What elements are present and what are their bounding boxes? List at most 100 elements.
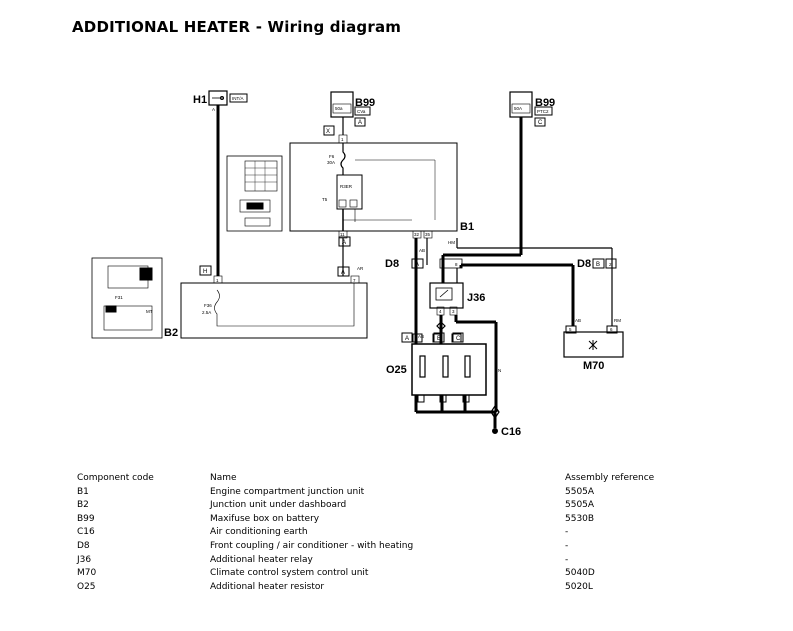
conn-h: H [203,269,207,275]
row-name: Additional heater resistor [210,581,325,592]
wire-ab: AB [419,248,425,253]
conn-b-d8: B [596,262,600,268]
label-b99-a: B99 [355,97,375,109]
row-ref: - [565,554,569,565]
row-code: B99 [77,513,95,524]
pin-3-j36: 3 [452,309,455,314]
label-h1: H1 [193,94,207,106]
row-name: Junction unit under dashboard [210,500,347,511]
conn-b-o25: B [437,336,441,342]
legend-row: B2 Junction unit under dashboard 5505A [77,499,717,513]
row-name: Air conditioning earth [210,527,308,538]
row-ref: 5505A [565,500,595,511]
row-name: Maxifuse box on battery [210,513,320,524]
legend-row: M70 Climate control system control unit … [77,567,717,581]
conn-x: X [326,129,330,135]
f36-amp: 2.5A [202,310,211,315]
b2-junction-unit [180,282,368,339]
pin-32-b1: 32 [414,232,420,237]
fan-icon [588,340,598,350]
pin-2-d8: 2 [609,262,612,267]
f36-label: F36 [204,303,212,308]
f6-amp: 30A [327,160,335,165]
wire-ab-o25: AB [418,334,424,339]
o25-resistor [411,333,487,403]
legend-row: O25 Additional heater resistor 5020L [77,581,717,595]
wire-ab-m70: AB [575,318,581,323]
row-ref: 5040D [565,568,595,579]
page-title: ADDITIONAL HEATER - Wiring diagram [72,18,402,36]
legend-row: D8 Front coupling / air conditioner - wi… [77,540,717,554]
component-legend: Component code Name Assembly reference B… [77,472,717,594]
conn-a-b2: A [341,270,345,276]
label-m70: M70 [583,360,604,372]
row-code: B1 [77,486,89,497]
header-ref: Assembly reference [565,473,655,483]
row-ref: - [565,540,569,551]
row-ref: 5530B [565,513,595,524]
row-ref: - [565,527,569,538]
row-code: D8 [77,540,90,551]
f6-label: F6 [329,154,335,159]
pin-7-b2: 7 [353,278,356,283]
t5-label: T5 [322,197,328,202]
row-code: B2 [77,500,89,511]
legend-row: J36 Additional heater relay - [77,554,717,568]
wire-n: N [498,368,501,373]
m70-control-unit [563,325,624,358]
conn-a-o25: A [405,336,409,342]
row-code: C16 [77,527,95,538]
header-code: Component code [77,473,154,483]
f31-label: F31 [115,295,123,300]
conn-a-b1: A [342,240,346,246]
pin-1-d8: 1 [442,262,445,267]
b99b-fuse: 50A [514,106,522,111]
row-name: Climate control system control unit [210,568,369,579]
h1-tag: INT/A [232,96,244,101]
label-b2: B2 [164,327,178,339]
row-code: M70 [77,568,97,579]
row-name: Front coupling / air conditioner - with … [210,540,414,551]
row-ref: 5505A [565,486,595,497]
b1-location-inset [226,155,283,232]
wires-thin [340,117,613,326]
row-code: J36 [77,554,92,565]
legend-header: Component code Name Assembly reference [77,472,717,486]
label-j36: J36 [467,292,485,304]
mt-label: MT [146,309,153,314]
b99a-fuse: 50a [335,106,343,111]
b99-maxifuse-a [330,91,371,127]
b99a-tag: CVa [357,109,366,114]
row-name: Engine compartment junction unit [210,486,365,497]
pin-1-b2: 1 [216,278,219,283]
b2-location-inset [91,257,163,339]
relay-label: R3ER [340,184,353,189]
header-name: Name [210,473,237,483]
wire-rm: RM [614,318,621,323]
wire-ar: AR [357,266,364,271]
row-name: Additional heater relay [210,554,313,565]
pin-4-j36: 4 [439,309,442,314]
row-ref: 5020L [565,581,593,592]
conn-c-o25: C [456,336,461,342]
b1-junction-unit [289,142,458,232]
wire-hm: HM [448,240,455,245]
pin-8-d8: 8 [455,262,458,267]
wiring-diagram: H1 B99 B99 B1 B2 D8 D8 J36 O25 M70 C16 X… [91,90,624,438]
pin-1-b1: 1 [341,137,344,142]
conn-a-d8: A [415,262,419,268]
legend-row: C16 Air conditioning earth - [77,526,717,540]
row-code: O25 [77,581,96,592]
label-b99-b: B99 [535,97,555,109]
label-c16: C16 [501,426,521,438]
conn-c-b99: C [538,120,543,126]
pin-11-b1: 11 [340,232,345,237]
legend-row: B1 Engine compartment junction unit 5505… [77,486,717,500]
legend-row: B99 Maxifuse box on battery 5530B [77,513,717,527]
pin-35-b1: 35 [425,232,431,237]
wires-thick [216,105,575,428]
h1-switch-component [208,90,248,106]
conn-a-b99: A [358,120,362,126]
pin-5-m70: 5 [569,327,572,332]
label-d8-a: D8 [385,258,399,270]
